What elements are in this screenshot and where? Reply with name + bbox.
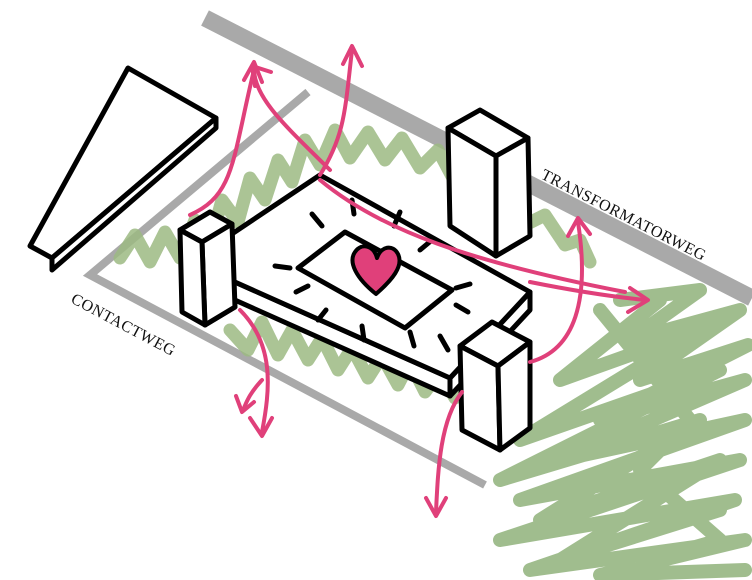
heart-icon (350, 244, 402, 296)
inner-courtyard (295, 229, 455, 331)
tower-left (177, 209, 238, 328)
arrow-right-long (318, 178, 627, 294)
arrow-right (528, 280, 647, 302)
arrow-bottom-left (238, 308, 270, 434)
greenery-park-scribble (493, 283, 752, 580)
arrow-bottom-right (434, 390, 464, 514)
tower-top-right (445, 107, 533, 259)
movement-arrows (188, 44, 650, 518)
tower-bottom-right (457, 319, 533, 453)
arrow-top-middle (318, 48, 354, 177)
label-contactweg: CONTACTWEG (68, 291, 178, 360)
arrow-right-up (528, 220, 584, 364)
existing-building-left (27, 65, 219, 273)
arrow-top-left (188, 68, 256, 217)
